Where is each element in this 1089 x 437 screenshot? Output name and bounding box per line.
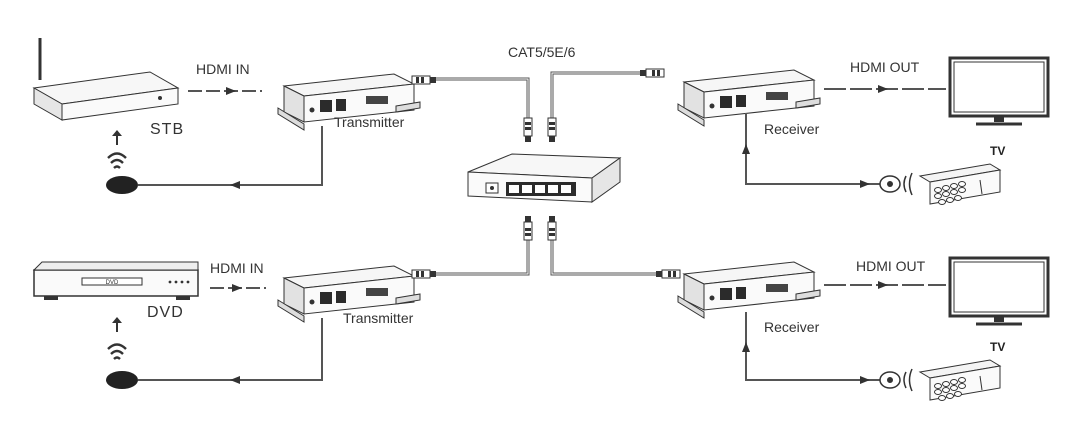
ir-receiver-top-right (742, 113, 913, 196)
hdmi-out-label-top: HDMI OUT (850, 59, 920, 75)
up-arrow-icon (111, 316, 123, 333)
tv-top-device (948, 56, 1050, 126)
ir-signal-icon (106, 343, 128, 361)
ir-signal-icon (106, 152, 128, 170)
transmitter-label-bottom: Transmitter (343, 310, 414, 326)
remote-control-icon (919, 163, 1001, 205)
hdmi-out-label-bottom: HDMI OUT (856, 258, 926, 274)
rj45-plug-icon (655, 269, 681, 279)
network-cable-inner (436, 72, 656, 275)
receiver-label-top: Receiver (764, 121, 820, 137)
rj45-plug-icon (547, 215, 557, 241)
hdmi-in-label-top: HDMI IN (196, 61, 250, 77)
dvd-panel-label: DVD (106, 280, 119, 286)
receiver-bottom-device (677, 261, 821, 319)
rj45-plug-icon (523, 215, 533, 241)
hdmi-in-arrow-bottom (210, 284, 266, 292)
rj45-plug-icon (523, 117, 533, 143)
tv-label-bottom: TV (990, 340, 1006, 354)
receiver-top-device (677, 69, 821, 127)
dvd-device: DVD (32, 261, 199, 300)
rj45-plug-icon (411, 75, 437, 85)
ir-extender-bottom-left (106, 318, 323, 389)
hdmi-out-arrow-top (824, 85, 946, 93)
rj45-plug-icon (639, 68, 665, 78)
stb-label: STB (150, 121, 185, 138)
tv-bottom-device (948, 256, 1050, 326)
hdmi-in-label-bottom: HDMI IN (210, 260, 264, 276)
hdmi-out-arrow-bottom (824, 281, 946, 289)
stb-device (32, 38, 180, 121)
up-arrow-icon (111, 129, 123, 146)
receiver-label-bottom: Receiver (764, 319, 820, 335)
rj45-plug-icon (547, 117, 557, 143)
remote-control-icon (919, 359, 1001, 401)
dvd-label: DVD (147, 304, 184, 321)
ir-extender-top-left (106, 126, 323, 194)
cable-label: CAT5/5E/6 (508, 44, 576, 60)
network-switch (467, 153, 622, 203)
rj45-plug-icon (411, 269, 437, 279)
tv-label-top: TV (990, 144, 1006, 158)
transmitter-label-top: Transmitter (334, 114, 405, 130)
ir-receiver-bottom-right (742, 312, 913, 392)
hdmi-in-arrow-top (188, 87, 262, 95)
